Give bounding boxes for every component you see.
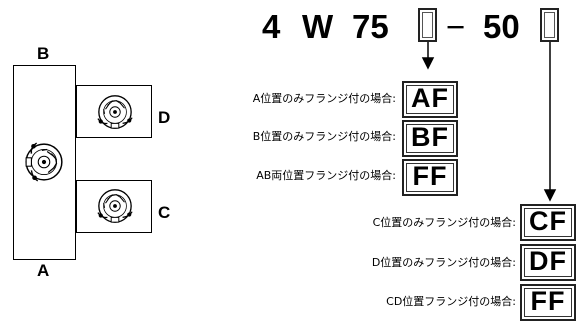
position-label-d: D — [158, 108, 171, 127]
option-code-cd-ff: FF — [520, 284, 576, 321]
rotor-d-icon — [97, 95, 133, 129]
option-label-cd-ff: CD位置フランジ付の場合: — [386, 295, 516, 308]
option-code-af: AF — [402, 81, 458, 118]
model-letter-w: W — [302, 8, 334, 45]
option-code-df: DF — [520, 244, 576, 281]
option-code-cf: CF — [520, 204, 576, 241]
position-label-b: B — [37, 44, 50, 63]
option-code-bf: BF — [402, 120, 458, 157]
option-label-df: D位置のみフランジ付の場合: — [371, 256, 516, 269]
rotor-main-icon — [25, 142, 63, 182]
model-dash: − — [446, 8, 466, 45]
cd-flange-code-slot — [540, 8, 559, 42]
option-label-ab-ff: AB両位置フランジ付の場合: — [256, 169, 396, 182]
option-label-af: A位置のみフランジ付の場合: — [252, 92, 396, 105]
option-label-bf: B位置のみフランジ付の場合: — [252, 130, 396, 143]
model-size-50: 50 — [483, 8, 520, 45]
arrow-ab — [421, 42, 435, 70]
ab-flange-code-slot — [418, 8, 437, 42]
model-size-75: 75 — [352, 8, 389, 45]
arrow-cd — [543, 42, 557, 202]
rotor-c-icon — [97, 189, 133, 223]
option-label-cf: C位置のみフランジ付の場合: — [372, 216, 516, 229]
position-label-c: C — [158, 203, 171, 222]
model-digit-4: 4 — [262, 8, 281, 45]
option-code-ab-ff: FF — [402, 159, 458, 196]
position-label-a: A — [37, 261, 50, 280]
